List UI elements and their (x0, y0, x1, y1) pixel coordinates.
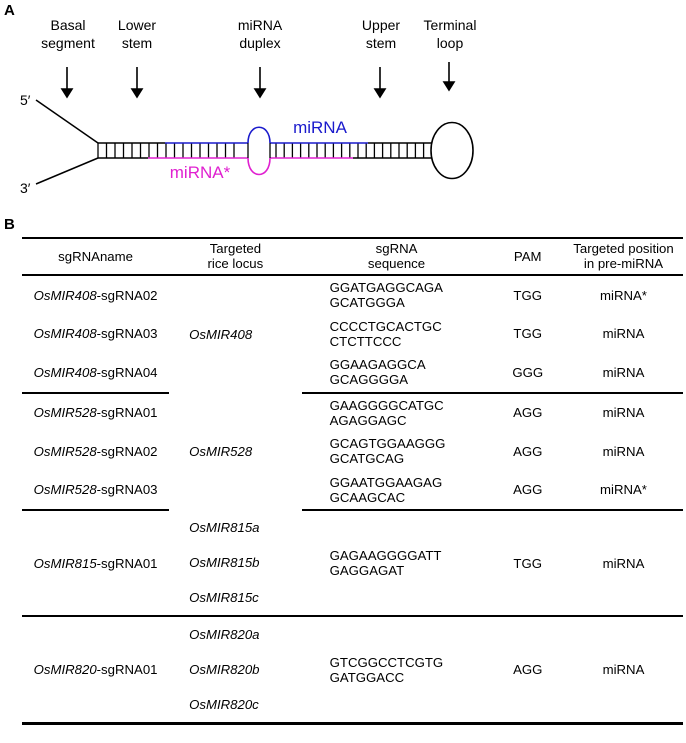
cell-targeted-position: miRNA* (564, 470, 683, 511)
svg-text:Basal: Basal (50, 17, 85, 33)
bulge-top-mirna (247, 126, 271, 144)
locus-name: OsMIR815b (189, 555, 260, 570)
svg-text:loop: loop (437, 35, 464, 51)
cell-pam: TGG (491, 510, 564, 617)
locus-name: OsMIR815a (189, 520, 260, 535)
locus-name: OsMIR408 (189, 326, 253, 342)
cell-sgrna-name: OsMIR815-sgRNA01 (22, 510, 170, 617)
arrow-lower-stem (130, 67, 144, 99)
svg-text:Upper: Upper (362, 17, 400, 33)
region-label-terminal-loop: Terminal loop (424, 17, 477, 51)
locus-name: OsMIR820c (189, 697, 259, 712)
cell-targeted-position: miRNA (602, 326, 645, 342)
cell-sgrna-name: OsMIR820-sgRNA01 (22, 616, 170, 725)
cell-targeted-position: miRNA (564, 616, 683, 725)
three-prime-label: 3′ (20, 180, 31, 196)
cell-sgrna-name: OsMIR408-sgRNA03 (33, 326, 158, 342)
mirna-star-label: miRNA* (170, 163, 231, 182)
cell-targeted-position: miRNA* (600, 287, 647, 303)
locus-name: OsMIR815c (189, 590, 259, 605)
cell-pam: AGG (491, 470, 564, 511)
cell-sgrna-name: OsMIR528-sgRNA03 (22, 470, 170, 511)
region-label-upper-stem: Upper stem (362, 17, 400, 51)
terminal-loop-shape (430, 121, 474, 180)
cell-sgrna-name: OsMIR408-sgRNA02 (33, 287, 158, 303)
cell-pam: GGG (491, 353, 564, 394)
locus-name: OsMIR820a (189, 627, 260, 642)
svg-text:duplex: duplex (239, 35, 280, 51)
region-label-lower-stem: Lower stem (118, 17, 156, 51)
panel-b-label: B (4, 216, 15, 233)
svg-text:Lower: Lower (118, 17, 156, 33)
cell-sgrna-name: OsMIR528-sgRNA01 (33, 405, 158, 421)
svg-text:segment: segment (41, 35, 95, 51)
region-label-basal-segment: Basal segment (41, 17, 95, 51)
arrow-upper-stem (373, 67, 387, 99)
arrow-terminal-loop (442, 62, 456, 92)
cell-targeted-position: miRNA (564, 510, 683, 617)
cell-targeted-position: miRNA (564, 353, 683, 394)
header-pam: PAM (491, 237, 564, 276)
arrow-mirna-duplex (253, 67, 267, 99)
svg-text:stem: stem (122, 35, 152, 51)
svg-text:miRNA: miRNA (238, 17, 283, 33)
locus-name: OsMIR820b (189, 662, 260, 677)
arrow-basal-segment (60, 67, 74, 99)
header-sgrna-name: sgRNAname (22, 237, 170, 276)
panel-a-label: A (4, 2, 15, 19)
five-prime-single-strand (35, 99, 99, 144)
bulge-bottom-mirna-star (247, 157, 271, 176)
region-label-mirna-duplex: miRNA duplex (238, 17, 283, 51)
cell-pam: AGG (491, 616, 564, 725)
cell-pam: AGG (513, 443, 543, 459)
cell-targeted-locus: OsMIR528 (169, 393, 302, 511)
mirna-label: miRNA (293, 118, 347, 137)
three-prime-single-strand (35, 157, 99, 185)
locus-name: OsMIR528 (189, 443, 253, 459)
cell-pam: TGG (513, 287, 542, 303)
cell-targeted-locus: OsMIR408 (169, 275, 302, 393)
svg-text:Terminal: Terminal (424, 17, 477, 33)
pri-mirna-hairpin-diagram: Basal segment Lower stem miRNA duplex Up… (20, 17, 477, 196)
cell-targeted-position: miRNA (602, 405, 645, 421)
cell-sgrna-name: OsMIR528-sgRNA02 (33, 443, 158, 459)
cell-sgrna-name: OsMIR408-sgRNA04 (22, 353, 170, 394)
five-prime-label: 5′ (20, 92, 31, 108)
svg-text:stem: stem (366, 35, 396, 51)
cell-targeted-position: miRNA (602, 443, 645, 459)
base-pair-rungs (97, 143, 433, 158)
cell-pam: AGG (513, 405, 543, 421)
cell-pam: TGG (513, 326, 542, 342)
